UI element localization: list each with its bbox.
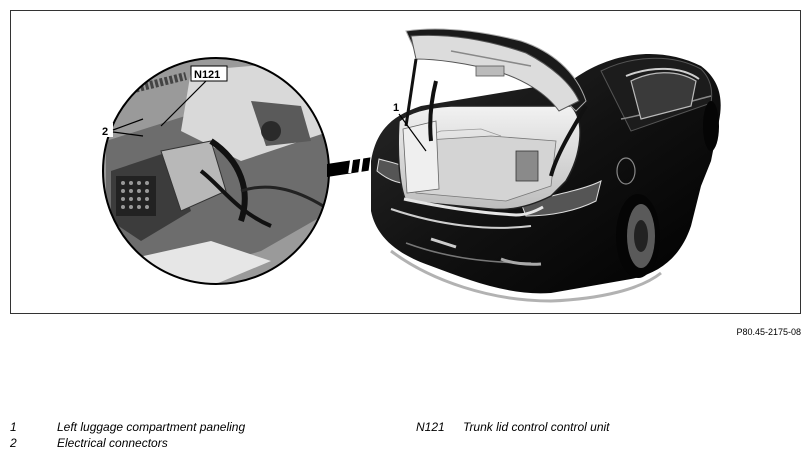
callout-1: 1 bbox=[393, 102, 399, 114]
illustration: N121 2 bbox=[99, 28, 721, 303]
callout-n121: N121 bbox=[194, 69, 220, 81]
legend-number: 2 bbox=[10, 436, 17, 450]
diagram-frame: N121 2 bbox=[10, 10, 801, 314]
car-illustration bbox=[371, 28, 721, 303]
legend-left: 1 Left luggage compartment paneling 2 El… bbox=[10, 420, 410, 452]
legend-text: Trunk lid control control unit bbox=[463, 420, 610, 434]
figure-code: P80.45-2175-08 bbox=[736, 327, 801, 337]
callout-2: 2 bbox=[102, 126, 108, 138]
legend-number: N121 bbox=[416, 420, 445, 434]
legend-item: 2 Electrical connectors bbox=[10, 436, 410, 451]
legend-text: Electrical connectors bbox=[57, 436, 168, 450]
legend-item: N121 Trunk lid control control unit bbox=[416, 420, 806, 435]
legend-text: Left luggage compartment paneling bbox=[57, 420, 246, 434]
legend-item: 1 Left luggage compartment paneling bbox=[10, 420, 410, 435]
legend-number: 1 bbox=[10, 420, 17, 434]
detail-magnifier: N121 2 bbox=[99, 57, 330, 285]
legend-right: N121 Trunk lid control control unit bbox=[416, 420, 806, 435]
